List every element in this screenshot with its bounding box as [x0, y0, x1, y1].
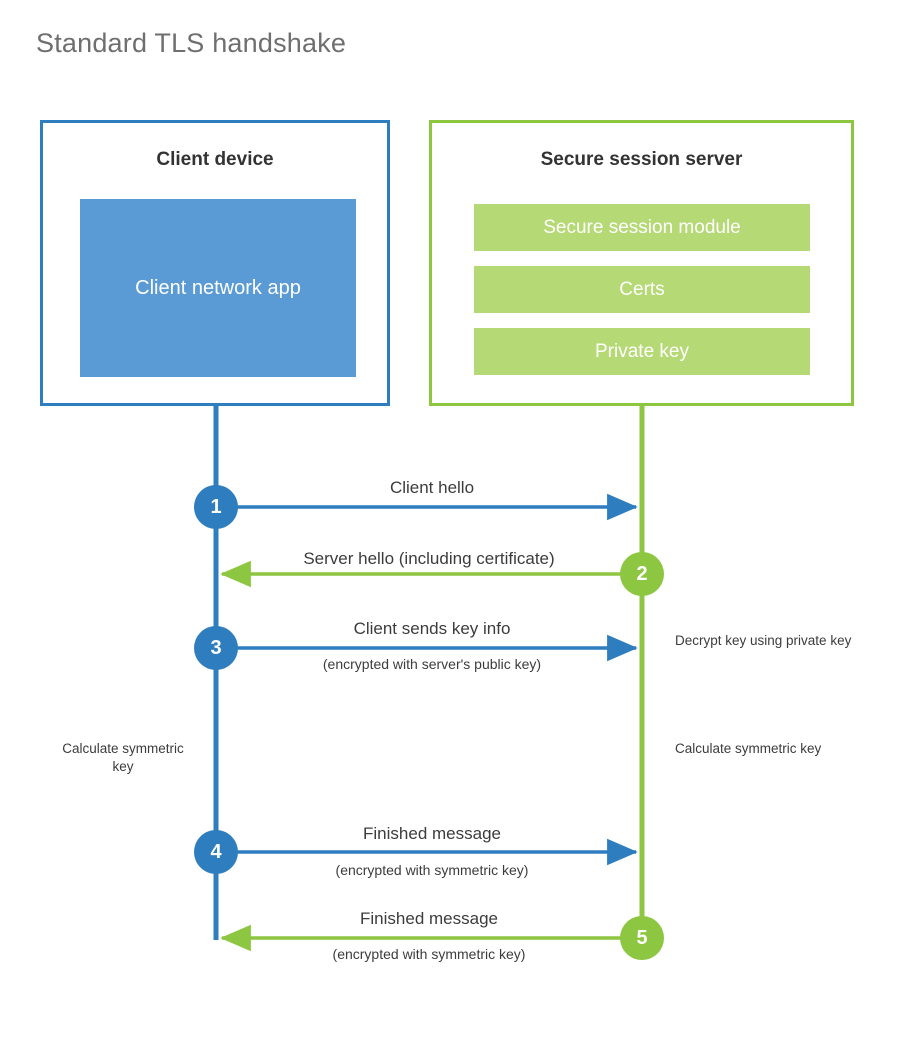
server-component-private-key: Private key: [474, 328, 810, 375]
message-sublabel-step-3: (encrypted with server's public key): [322, 656, 542, 672]
step-marker-3[interactable]: 3: [194, 626, 238, 670]
message-label-step-2: Server hello (including certificate): [303, 549, 555, 568]
server-component-certs: Certs: [474, 266, 810, 313]
step-marker-1[interactable]: 1: [194, 485, 238, 529]
client-device-panel: Client device Client network app: [40, 120, 390, 406]
step-marker-4[interactable]: 4: [194, 830, 238, 874]
note-client-calculate-symmetric-key: Calculate symmetric key: [62, 741, 184, 775]
client-device-title: Client device: [156, 149, 274, 170]
server-component-secure-session-module: Secure session module: [474, 204, 810, 251]
page-title: Standard TLS handshake: [36, 28, 347, 58]
note-server-calculate-symmetric-key: Calculate symmetric key: [675, 741, 822, 756]
message-sublabel-step-5: (encrypted with symmetric key): [332, 946, 526, 962]
message-label-step-3: Client sends key info: [353, 619, 511, 638]
secure-session-server-panel: Secure session server Secure session mod…: [429, 120, 854, 406]
secure-session-server-title: Secure session server: [540, 149, 743, 170]
note-decrypt-key: Decrypt key using private key: [675, 633, 852, 648]
step-marker-5[interactable]: 5: [620, 916, 664, 960]
message-label-step-4: Finished message: [363, 824, 501, 843]
message-label-step-1: Client hello: [389, 478, 475, 497]
step-marker-2[interactable]: 2: [620, 552, 664, 596]
client-network-app-box: Client network app: [80, 199, 356, 377]
message-label-step-5: Finished message: [360, 909, 498, 928]
message-sublabel-step-4: (encrypted with symmetric key): [335, 862, 529, 878]
